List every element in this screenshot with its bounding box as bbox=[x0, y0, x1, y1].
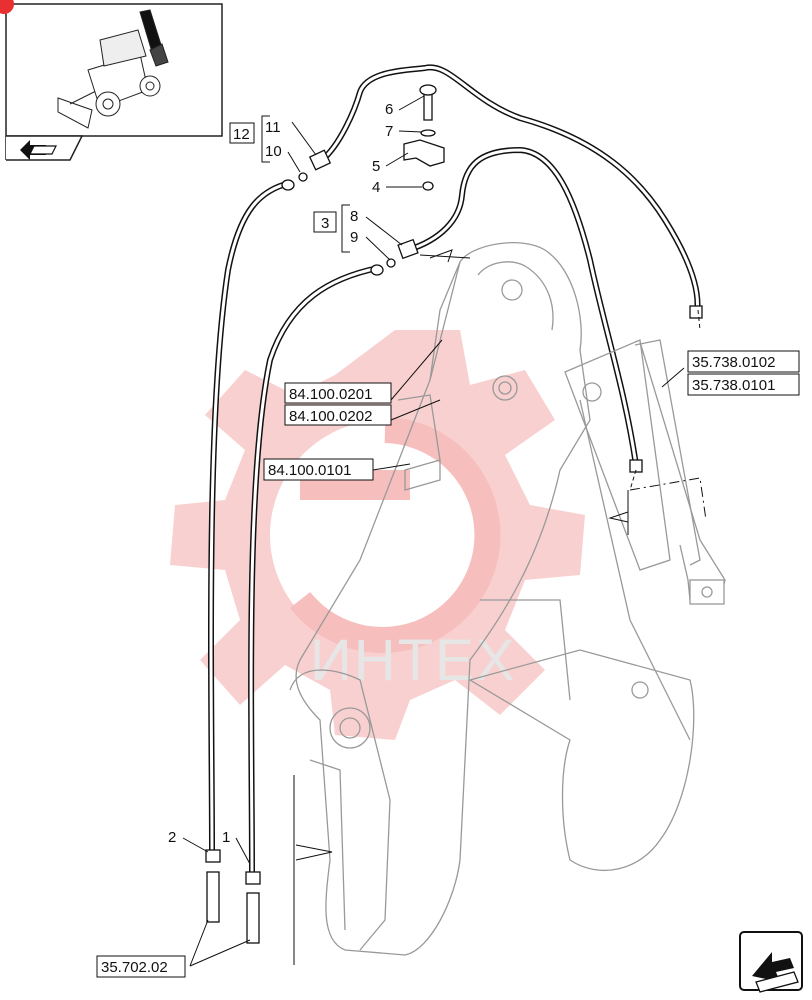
ref-84-100-0202[interactable]: 84.100.0202 bbox=[284, 404, 392, 426]
svg-text:35.738.0102: 35.738.0102 bbox=[692, 354, 775, 371]
corner-marker-icon bbox=[0, 0, 14, 14]
ref-84-100-0101[interactable]: 84.100.0101 bbox=[263, 458, 374, 481]
part-label-3: 3 bbox=[321, 215, 329, 232]
part-label-6[interactable]: 6 bbox=[385, 101, 393, 118]
ref-35-738-0102[interactable]: 35.738.0102 bbox=[687, 350, 800, 373]
svg-text:84.100.0101: 84.100.0101 bbox=[268, 462, 351, 479]
svg-text:35.702.02: 35.702.02 bbox=[101, 959, 168, 976]
part-labels: 11 10 6 7 5 4 8 9 2 1 bbox=[168, 101, 393, 846]
backhoe-arm bbox=[289, 242, 726, 956]
part-label-8[interactable]: 8 bbox=[350, 208, 358, 225]
part-label-10[interactable]: 10 bbox=[265, 143, 282, 160]
part-label-7[interactable]: 7 bbox=[385, 123, 393, 140]
leader-lines bbox=[182, 95, 707, 967]
backhoe-thumbnail-icon bbox=[57, 9, 169, 129]
watermark-text: ИНТЕХ bbox=[310, 628, 516, 693]
boxed-part-3[interactable]: 3 bbox=[313, 211, 337, 233]
boxed-part-12[interactable]: 12 bbox=[229, 122, 255, 144]
page-next-arrow-icon[interactable] bbox=[739, 931, 803, 993]
page-prev-arrow-icon[interactable] bbox=[20, 140, 57, 160]
clamp-assembly bbox=[403, 84, 445, 191]
part-label-11[interactable]: 11 bbox=[265, 119, 281, 136]
hose-lines bbox=[208, 64, 701, 873]
part-label-2[interactable]: 2 bbox=[168, 829, 176, 846]
svg-text:35.738.0101: 35.738.0101 bbox=[692, 377, 775, 394]
hose-fittings bbox=[205, 149, 703, 944]
svg-text:84.100.0201: 84.100.0201 bbox=[289, 386, 372, 403]
svg-text:84.100.0202: 84.100.0202 bbox=[289, 408, 372, 425]
ref-84-100-0201[interactable]: 84.100.0201 bbox=[284, 382, 392, 404]
part-label-9[interactable]: 9 bbox=[350, 229, 358, 246]
part-label-1[interactable]: 1 bbox=[222, 829, 230, 846]
ref-35-738-0101[interactable]: 35.738.0101 bbox=[687, 373, 800, 396]
part-label-5[interactable]: 5 bbox=[372, 158, 380, 175]
part-label-4[interactable]: 4 bbox=[372, 179, 380, 196]
part-label-12: 12 bbox=[233, 126, 250, 143]
ref-35-702-02[interactable]: 35.702.02 bbox=[96, 955, 186, 978]
